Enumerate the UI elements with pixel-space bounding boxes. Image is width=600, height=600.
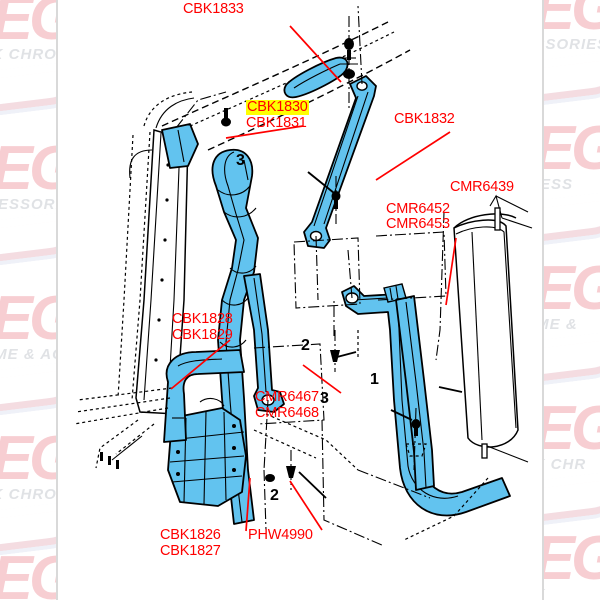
callout-cmr6468[interactable]: CMR6468 bbox=[255, 405, 319, 421]
fastener-stack-top bbox=[340, 16, 358, 110]
fastener-2-mid bbox=[330, 330, 340, 372]
fastener-3-top bbox=[331, 176, 341, 224]
technical-drawing: .bl{fill:#62c3ef;stroke:#000;stroke-widt… bbox=[58, 0, 542, 600]
callout-cbk1830[interactable]: CBK1830 bbox=[246, 99, 309, 115]
content-edge-right bbox=[542, 0, 544, 600]
callout-phw4990[interactable]: PHW4990 bbox=[248, 527, 313, 543]
callout-cbk1833[interactable]: CBK1833 bbox=[183, 1, 244, 17]
callout-cbk1827[interactable]: CBK1827 bbox=[160, 543, 221, 559]
watermark-tagline: & ACCESSORIES bbox=[0, 196, 58, 213]
item-number-3-top[interactable]: 3 bbox=[236, 152, 245, 169]
callout-cmr6439[interactable]: CMR6439 bbox=[450, 179, 514, 195]
part-lower-cross-bar bbox=[163, 349, 245, 443]
watermark-logo: MEGA bbox=[542, 0, 600, 40]
callout-cbk1832[interactable]: CBK1832 bbox=[394, 111, 455, 127]
watermark-logo: MEGA bbox=[542, 528, 600, 590]
callout-leaders bbox=[170, 25, 457, 532]
roof-rail-reference bbox=[161, 21, 411, 151]
watermark-tagline: CHROME & ACC bbox=[0, 346, 58, 363]
watermark-tagline: CHROME & bbox=[542, 316, 578, 333]
item-number-1-main[interactable]: 1 bbox=[370, 371, 379, 388]
watermark-tagline: ACCESSORIES bbox=[542, 36, 600, 53]
watermark-tagline: TRUCK CHROME bbox=[0, 46, 58, 63]
part-main-vertical-bar bbox=[395, 295, 435, 491]
callout-cbk1831[interactable]: CBK1831 bbox=[246, 115, 307, 131]
callout-cmr6453[interactable]: CMR6453 bbox=[386, 216, 450, 232]
callout-cmr6467[interactable]: CMR6467 bbox=[255, 389, 319, 405]
watermark-logo: MEGA bbox=[542, 258, 600, 320]
part-diagonal-strut bbox=[303, 5, 377, 301]
part-roof-clip bbox=[283, 56, 349, 99]
parts-illustration: .bl{fill:#62c3ef;stroke:#000;stroke-widt… bbox=[73, 5, 533, 547]
number-leaders bbox=[298, 171, 463, 499]
item-number-2-mid[interactable]: 2 bbox=[301, 337, 310, 354]
construction-lines bbox=[73, 231, 447, 547]
callout-cbk1829[interactable]: CBK1829 bbox=[172, 327, 233, 343]
watermark-logo: MEGA bbox=[0, 548, 58, 600]
content-edge-left bbox=[56, 0, 58, 600]
item-number-2-bottom[interactable]: 2 bbox=[270, 487, 279, 504]
part-center-tube bbox=[243, 273, 285, 471]
fastener-3-right bbox=[405, 407, 427, 471]
watermark-tagline: & ACCESS bbox=[542, 176, 573, 193]
watermark-logo: MEGA bbox=[0, 428, 58, 490]
watermark-logo: MEGA bbox=[0, 288, 58, 350]
part-rear-post bbox=[403, 194, 533, 541]
watermark-logo: MEGA bbox=[542, 398, 600, 460]
watermark-logo: MEGA bbox=[0, 138, 58, 200]
watermark-tagline: TRUCK CHROME bbox=[0, 486, 58, 503]
watermark-logo: MEGA bbox=[542, 118, 600, 180]
item-number-3-right[interactable]: 3 bbox=[320, 390, 329, 407]
callout-cbk1828[interactable]: CBK1828 bbox=[172, 311, 233, 327]
watermark-logo: MEGA bbox=[0, 0, 58, 50]
watermark-strip-right: MEGA ACCESSORIES MEGA & ACCESS MEGA CHRO… bbox=[542, 0, 600, 600]
part-corner-bracket bbox=[161, 123, 199, 169]
fastener-top-pillar bbox=[221, 108, 231, 127]
callout-cbk1826[interactable]: CBK1826 bbox=[160, 527, 221, 543]
callout-cmr6452[interactable]: CMR6452 bbox=[386, 201, 450, 217]
watermark-tagline: TRUCK CHR bbox=[542, 456, 587, 473]
watermark-strip-left: MEGA TRUCK CHROME MEGA & ACCESSORIES MEG… bbox=[0, 0, 58, 600]
a-pillar-outline bbox=[95, 91, 227, 469]
